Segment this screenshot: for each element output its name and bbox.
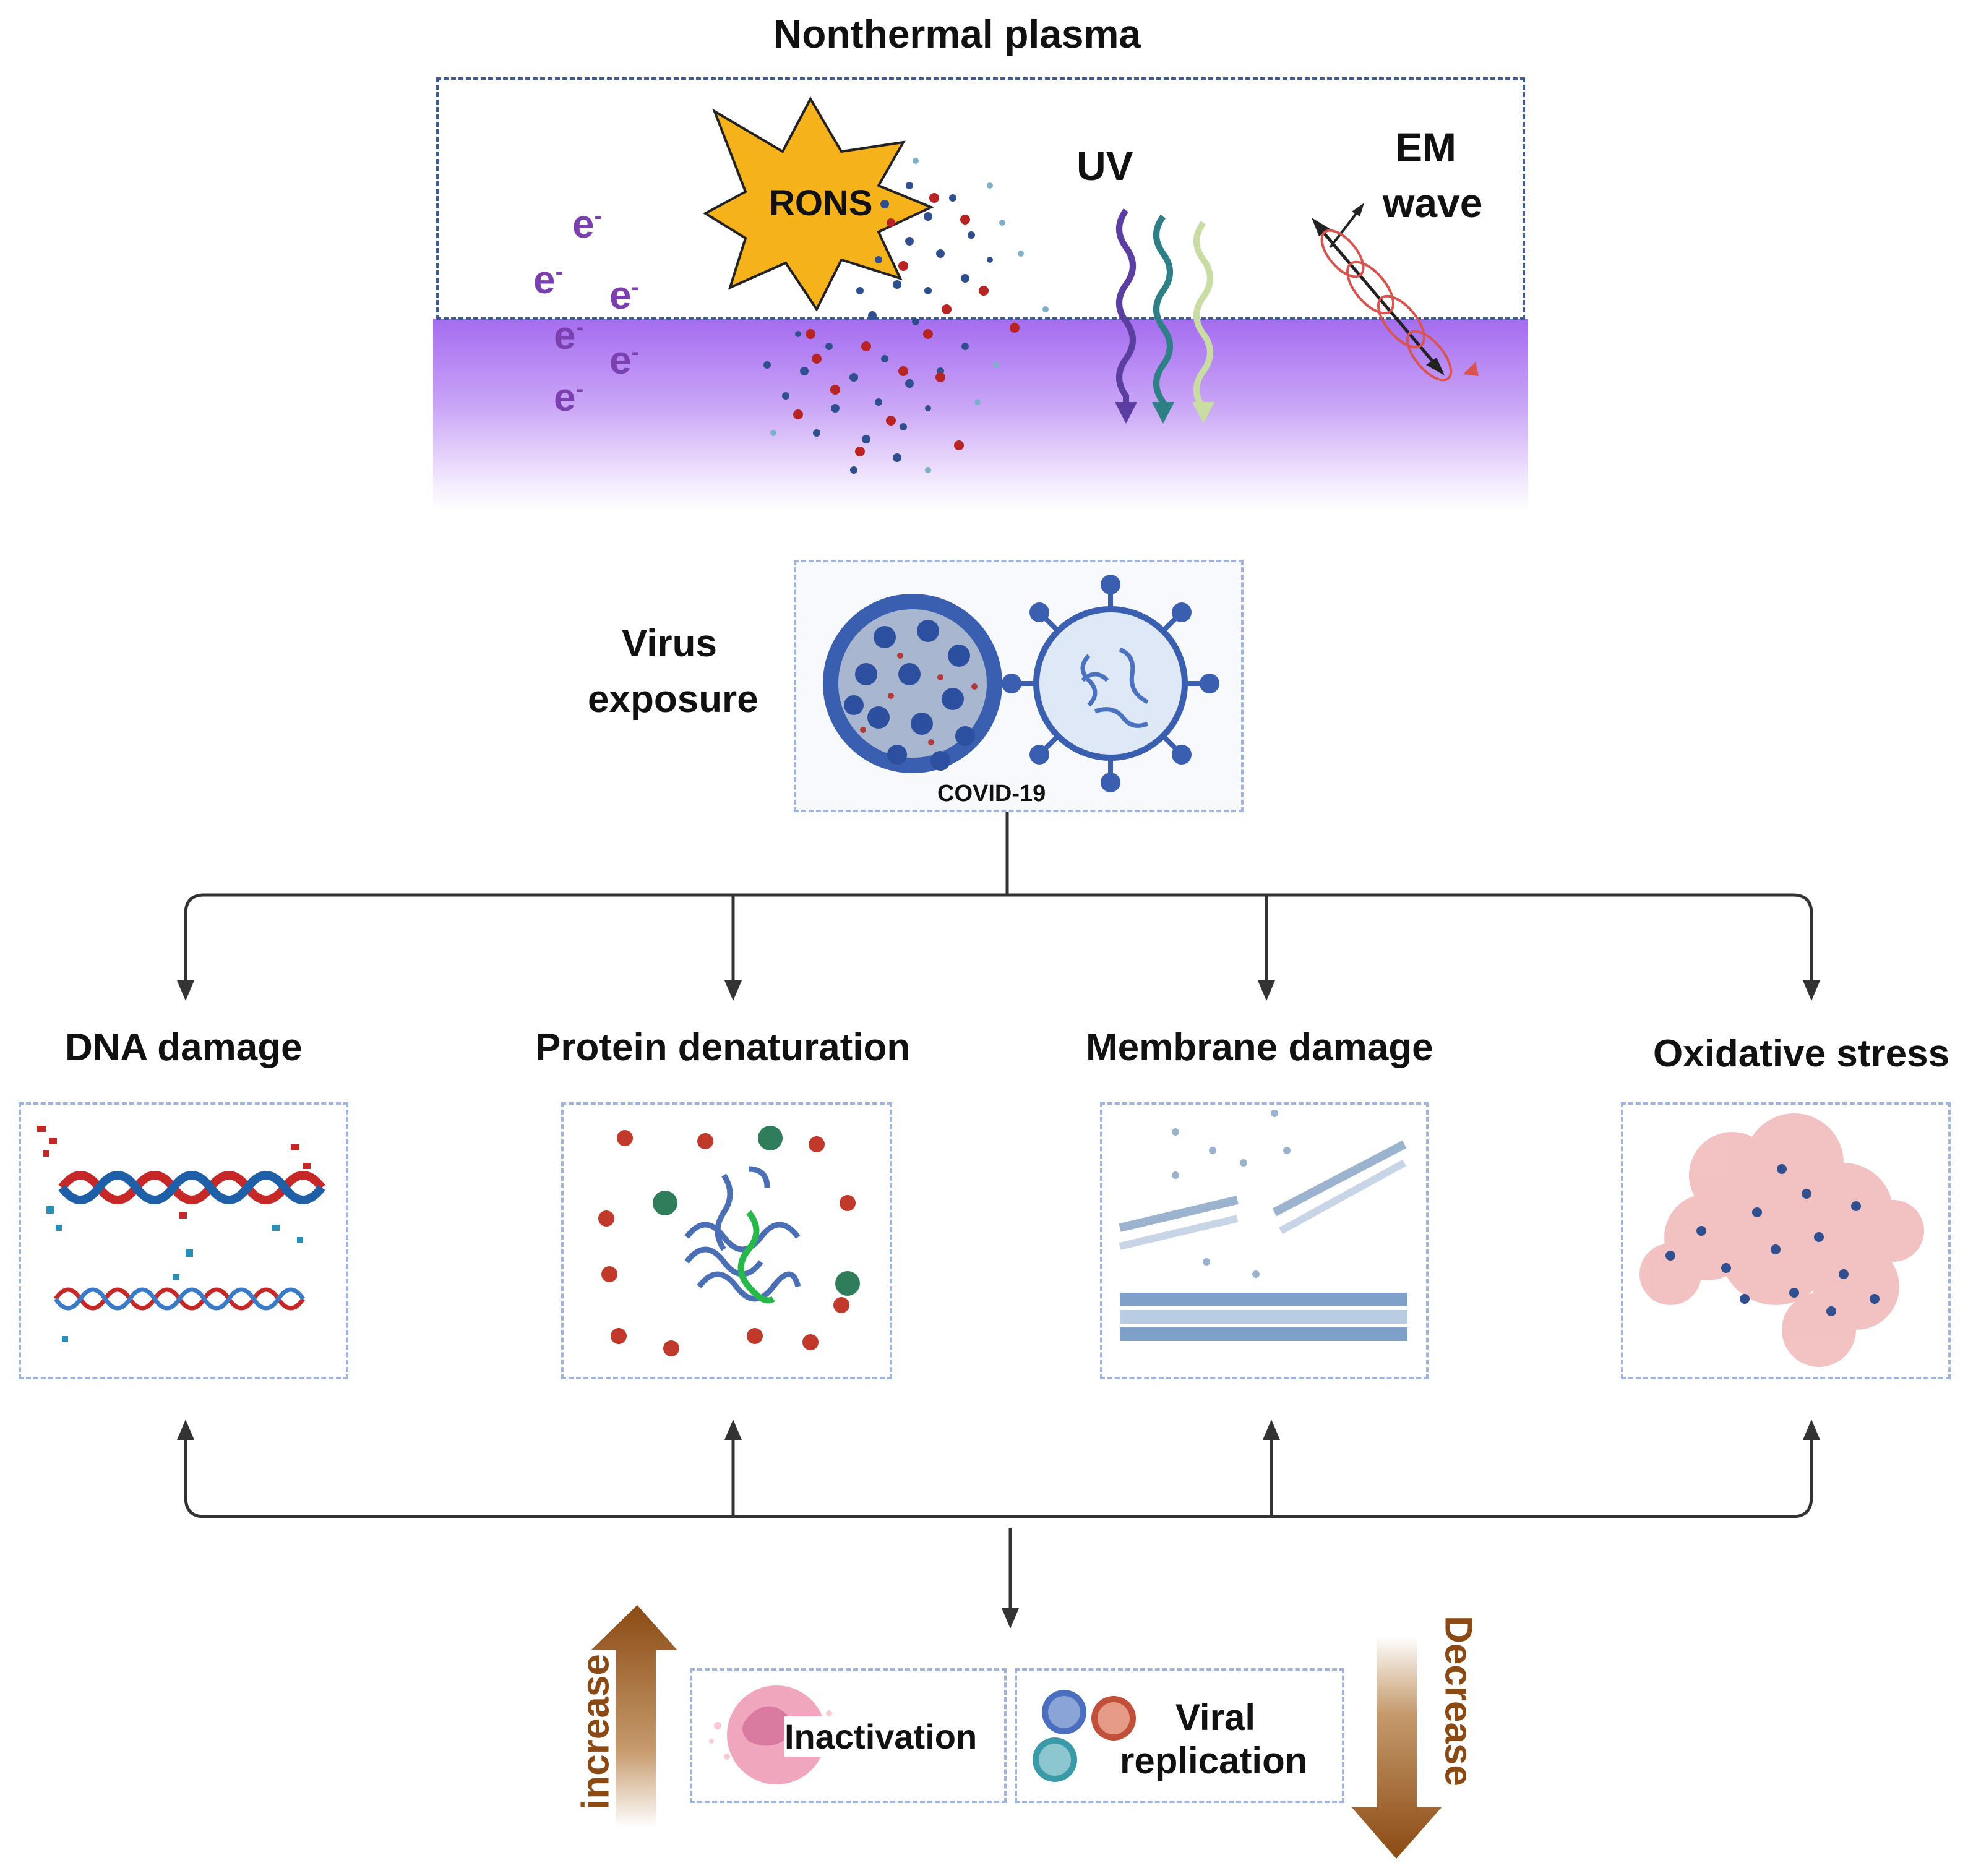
mechanism-label-dna-damage: DNA damage <box>65 1026 303 1069</box>
uv-wave-arrow <box>1153 215 1173 408</box>
electron-label: e- <box>554 313 584 358</box>
decrease-arrow-icon <box>1352 1636 1442 1859</box>
viral-replication-box <box>1015 1668 1344 1803</box>
electron-label: e- <box>572 202 603 246</box>
mechanism-label-membrane-damage: Membrane damage <box>1086 1026 1433 1069</box>
protein-denaturation-panel <box>561 1102 892 1379</box>
inactivation-box <box>690 1668 1007 1803</box>
increase-arrow-icon <box>591 1605 677 1828</box>
viral-replication-label-line2: replication <box>1120 1740 1308 1781</box>
electron-label: e- <box>554 375 584 419</box>
mechanism-label-protein-denaturation: Protein denaturation <box>535 1026 911 1069</box>
mechanism-label-oxidative-stress: Oxidative stress <box>1653 1032 1950 1075</box>
plasma-title: Nonthermal plasma <box>773 12 1141 56</box>
inactivation-label: Inactivation <box>784 1716 978 1757</box>
oxidative-stress-panel <box>1621 1102 1951 1379</box>
uv-wave-arrow <box>1193 221 1213 410</box>
em-wave-label-line1: EM <box>1395 124 1456 170</box>
dna-damage-panel <box>19 1102 348 1379</box>
electron-label: e- <box>609 273 640 317</box>
electron-label: e- <box>533 257 564 302</box>
virus-caption: COVID-19 <box>937 781 1046 807</box>
rons-label: RONS <box>769 183 873 223</box>
membrane-damage-panel <box>1100 1102 1429 1379</box>
plasma-box <box>436 77 1525 320</box>
em-wave-label-line2: wave <box>1383 180 1483 226</box>
plasma-gradient-layer <box>433 319 1528 510</box>
electron-label: e- <box>609 338 640 382</box>
uv-label: UV <box>1076 143 1133 189</box>
viral-replication-label-line1: Viral <box>1175 1697 1255 1738</box>
virus-exposure-label-line1: Virus <box>622 622 717 665</box>
uv-wave-arrow <box>1116 208 1136 408</box>
rons-starburst-icon <box>702 96 934 312</box>
virus-exposure-label-line2: exposure <box>588 678 758 721</box>
